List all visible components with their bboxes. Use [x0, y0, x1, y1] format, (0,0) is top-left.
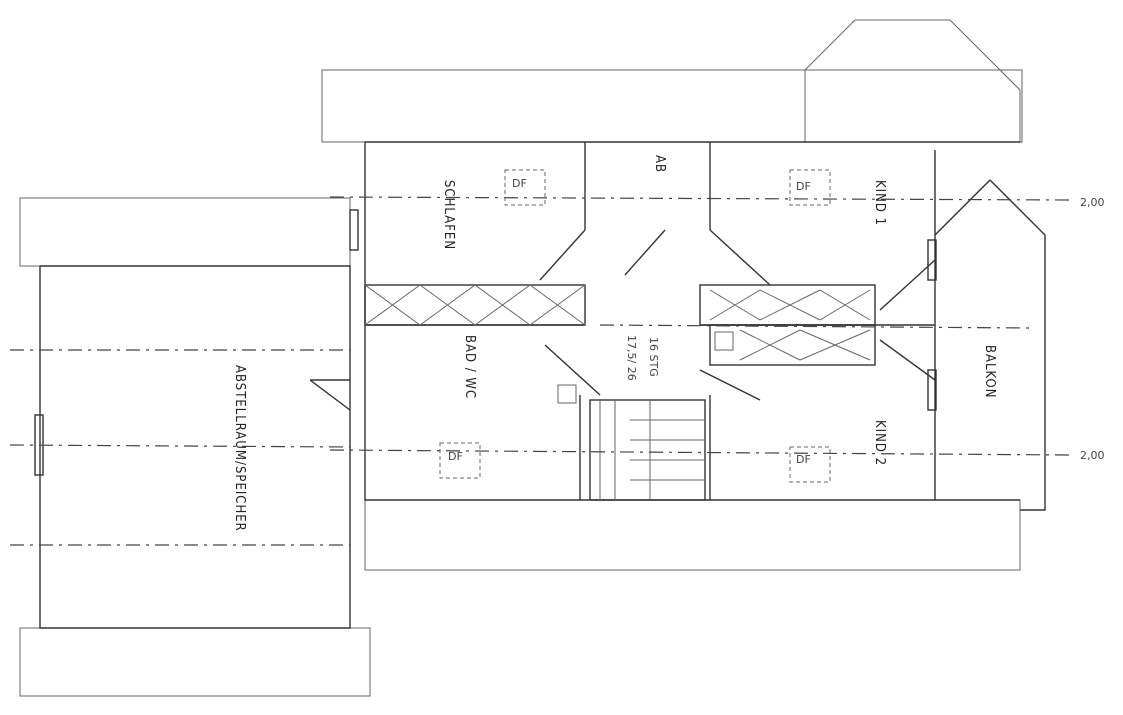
ridge-line-left-2: [9, 444, 351, 448]
skylight-label: DF: [796, 453, 811, 466]
room-label-bad: BAD / WC: [462, 335, 477, 399]
roof-left: [19, 197, 371, 697]
roof-bottom: [364, 499, 1021, 571]
level-line-top: [329, 196, 1071, 201]
skylight-label: DF: [796, 180, 811, 193]
skylights: [439, 169, 831, 483]
staircase: [557, 384, 706, 501]
walls: [39, 141, 1046, 629]
level-line-bottom: [329, 449, 1071, 456]
room-label-kind1: KIND 1: [872, 180, 887, 226]
stair-ratio-label: 17,5/ 26: [625, 335, 638, 381]
wardrobe-right: [699, 284, 876, 366]
windows: [34, 209, 937, 476]
room-label-kind2: KIND 2: [872, 420, 887, 466]
level-label: 2,00: [1080, 449, 1105, 462]
room-label-balkon: BALKON: [982, 345, 997, 398]
axis-line-middle: [599, 324, 1031, 329]
skylight-label: DF: [512, 177, 527, 190]
skylight-label: DF: [448, 450, 463, 463]
roof-top: [321, 19, 1023, 143]
level-label: 2,00: [1080, 196, 1105, 209]
room-label-ab: AB: [652, 155, 667, 173]
room-label-abstellraum: ABSTELLRAUM/SPEICHER: [232, 365, 247, 532]
wardrobe-left: [364, 284, 586, 326]
stair-steps-label: 16 STG: [647, 337, 660, 377]
room-label-schlafen: SCHLAFEN: [441, 180, 456, 250]
